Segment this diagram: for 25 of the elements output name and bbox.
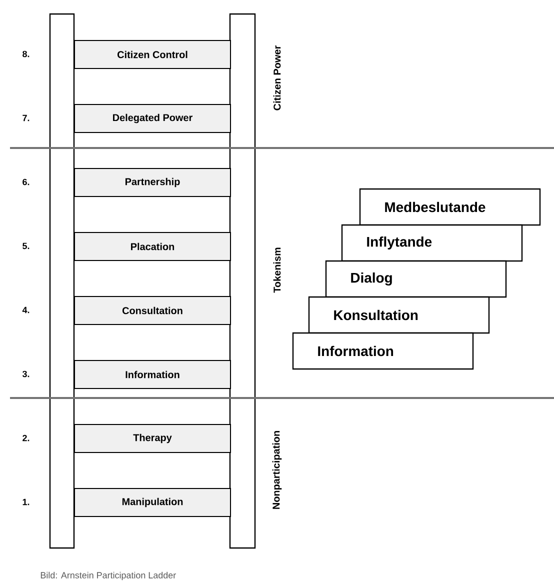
step-box: Medbeslutande: [359, 188, 541, 226]
step-box: Konsultation: [308, 296, 490, 334]
step-number: 2.: [22, 434, 30, 442]
rung-box: Therapy: [74, 424, 231, 453]
step-number: 4.: [22, 306, 30, 314]
rung-box: Placation: [74, 232, 231, 261]
step-box: Dialog: [325, 260, 507, 298]
caption: Bild: Arnstein Participation Ladder: [40, 572, 176, 580]
rung-box: Manipulation: [74, 488, 231, 517]
step-number: 3.: [22, 370, 30, 378]
rung-box: Partnership: [74, 168, 231, 197]
group-label: Tokenism: [273, 248, 281, 293]
step-number: 8.: [22, 50, 30, 58]
rung-box: Citizen Control: [74, 40, 231, 69]
step-number: 1.: [22, 498, 30, 506]
step-number: 6.: [22, 178, 30, 186]
rung-box: Delegated Power: [74, 104, 231, 133]
rung-box: Consultation: [74, 296, 231, 325]
step-number: 5.: [22, 242, 30, 250]
group-label: Citizen Power: [273, 46, 281, 110]
step-box: Information: [292, 332, 474, 370]
step-number: 7.: [22, 114, 30, 122]
step-box: Inflytande: [341, 224, 523, 262]
rung-box: Information: [74, 360, 231, 389]
group-label: Nonparticipation: [272, 431, 282, 509]
